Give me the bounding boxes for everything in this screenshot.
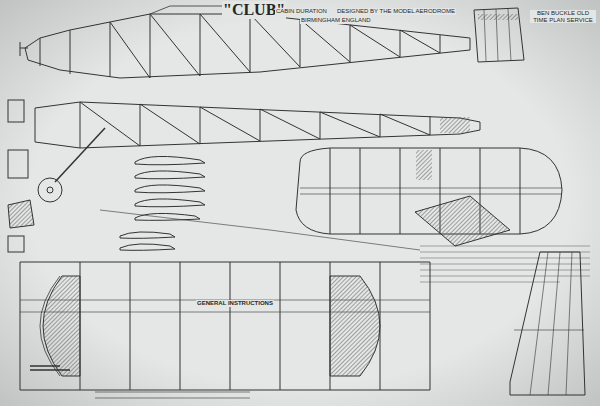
plan-note: BIRMINGHAM ENGLAND (300, 17, 372, 24)
plan-note: CABIN DURATION (275, 8, 328, 15)
plan-note: DESIGNED BY THE MODEL AERODROME (336, 8, 456, 15)
plan-note: GENERAL INSTRUCTIONS (196, 300, 274, 307)
plan-note: BEN BUCKLE OLD TIME PLAN SERVICE (530, 10, 596, 23)
